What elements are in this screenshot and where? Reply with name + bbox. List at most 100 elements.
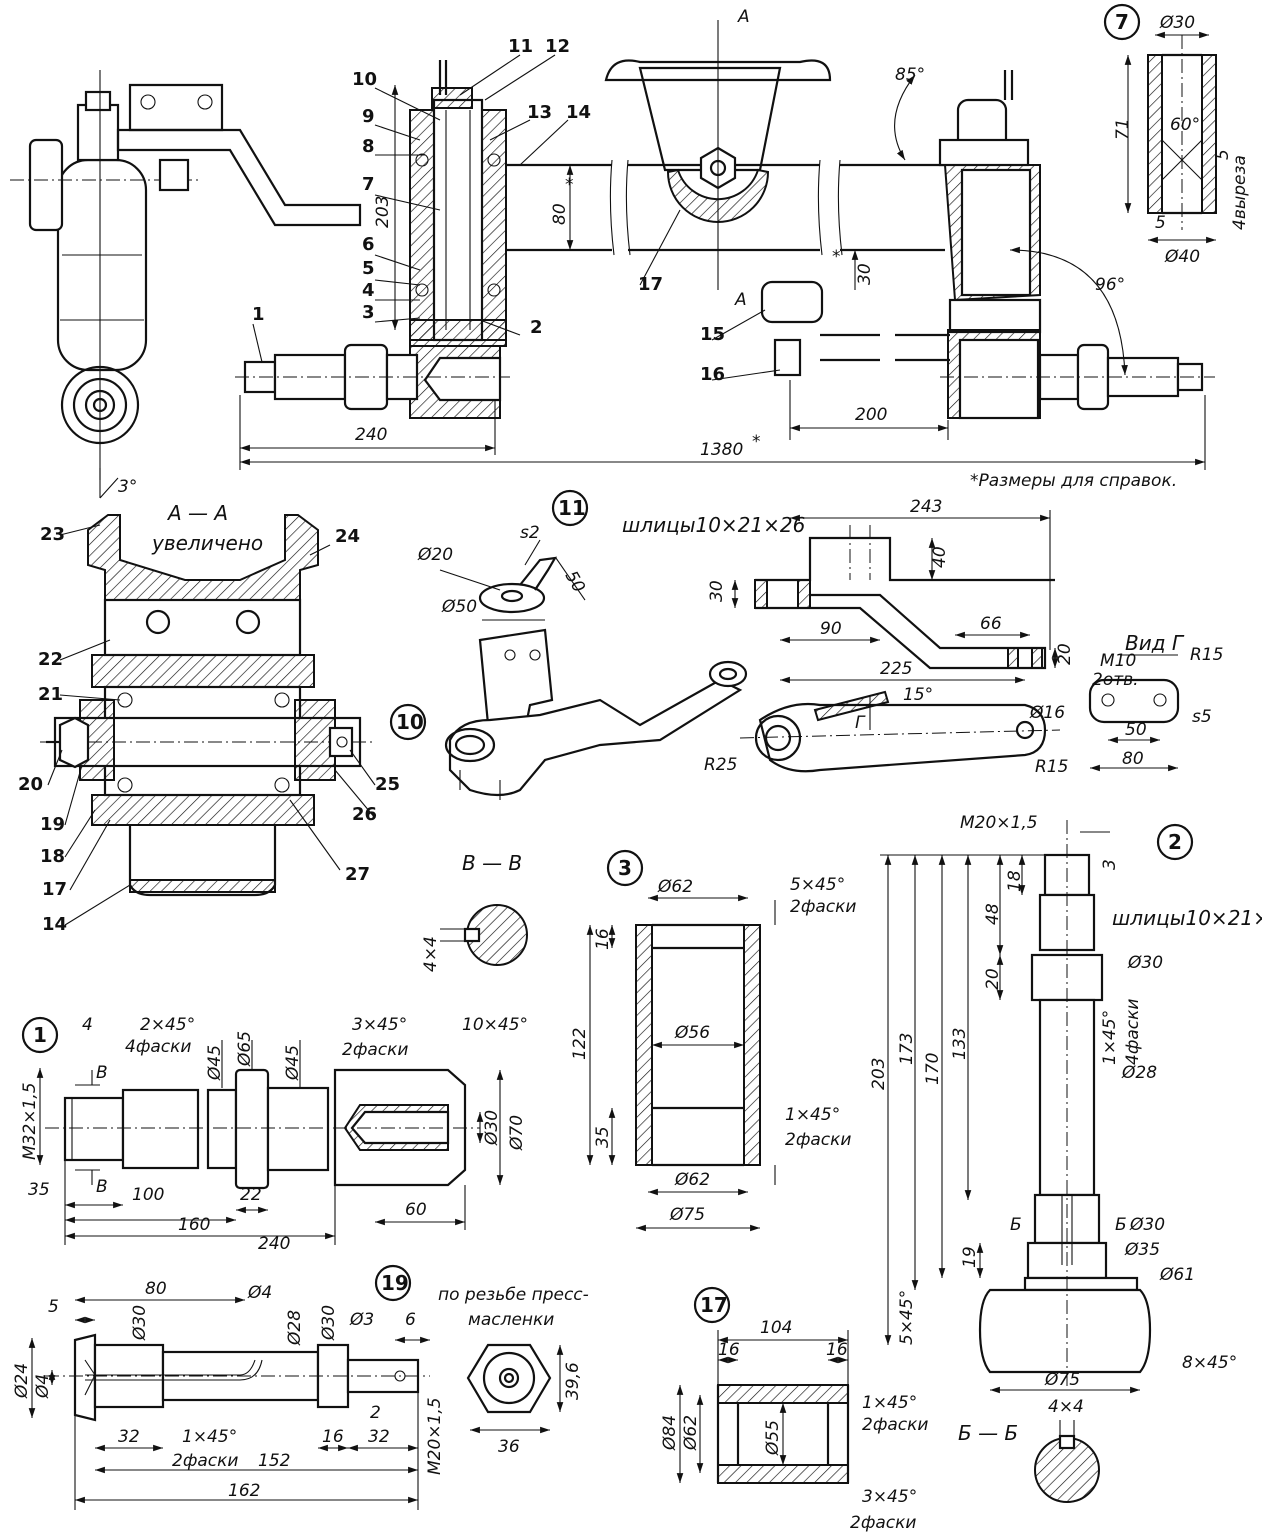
arm-mark-g: Г bbox=[855, 713, 866, 733]
p3-d56: Ø56 bbox=[674, 1023, 710, 1043]
arm-20: 20 bbox=[1055, 643, 1075, 665]
p2-48: 48 bbox=[983, 903, 1003, 925]
p2-m20: M20×1,5 bbox=[960, 813, 1038, 833]
p1-mark-b2: В bbox=[96, 1177, 108, 1197]
p19-d24: Ø24 bbox=[12, 1363, 32, 1399]
callout-10: 10 bbox=[352, 69, 377, 90]
dim-203: 203 bbox=[373, 196, 393, 228]
part-17: 17 104 16 16 Ø84 Ø62 Ø55 1×45° 2фаски 3×… bbox=[660, 1286, 928, 1533]
p1-2x45: 2×45° bbox=[140, 1015, 195, 1035]
p2-d28: Ø28 bbox=[1121, 1063, 1157, 1083]
p17-16b: 16 bbox=[826, 1340, 848, 1360]
p3-122: 122 bbox=[570, 1028, 590, 1060]
p2-203: 203 bbox=[869, 1058, 889, 1090]
p19-grease-2: масленки bbox=[468, 1310, 554, 1330]
callout-17: 17 bbox=[638, 274, 663, 295]
section-bb-title: Б — Б bbox=[958, 1421, 1018, 1445]
p3-2f: 2фаски bbox=[790, 897, 856, 917]
view-g: Вид Г M10 2отв. R15 s5 50 80 bbox=[1088, 631, 1223, 772]
arm-detail: шлицы10×21×26 243 40 30 90 66 20 225 15°… bbox=[622, 497, 1075, 777]
p2-8x45: 8×45° bbox=[1182, 1353, 1237, 1373]
p3-d62b: Ø62 bbox=[674, 1170, 710, 1190]
dim-200: 200 bbox=[855, 405, 887, 425]
p1-4f: 4фаски bbox=[125, 1037, 191, 1057]
dim-1380: 1380 bbox=[700, 440, 743, 460]
p19-39: 39,6 bbox=[563, 1362, 583, 1400]
part-3: 3 Ø62 5×45° 2фаски 16 122 Ø56 1×45° 2фас… bbox=[570, 849, 856, 1232]
washer-s2: s2 bbox=[520, 523, 540, 543]
p17-1x45: 1×45° bbox=[862, 1393, 917, 1413]
callout-leaders bbox=[252, 54, 781, 381]
p17-d55: Ø55 bbox=[763, 1420, 783, 1456]
p2-18: 18 bbox=[1005, 870, 1025, 892]
dim-star-2: * bbox=[565, 175, 574, 195]
p19-32b: 32 bbox=[368, 1427, 390, 1447]
left-stub-axle bbox=[235, 343, 510, 411]
p2-170: 170 bbox=[923, 1053, 943, 1085]
p7-d40: Ø40 bbox=[1164, 247, 1200, 267]
p2-133: 133 bbox=[950, 1028, 970, 1060]
section-mark-a-bottom: А bbox=[734, 290, 747, 310]
center-bracket bbox=[604, 20, 832, 290]
p19-m20: M20×1,5 bbox=[425, 1397, 445, 1475]
p19-2f: 2фаски bbox=[172, 1451, 238, 1471]
callout-27: 27 bbox=[345, 864, 370, 885]
p3-2f2: 2фаски bbox=[785, 1130, 851, 1150]
arm-66: 66 bbox=[980, 614, 1002, 634]
p17-2f: 2фаски bbox=[862, 1415, 928, 1435]
p17-3x45: 3×45° bbox=[862, 1487, 917, 1507]
dim-240: 240 bbox=[355, 425, 387, 445]
part-17-number: 17 bbox=[700, 1293, 728, 1317]
p7-5b: 5 bbox=[1155, 213, 1166, 233]
p1-60: 60 bbox=[405, 1200, 427, 1220]
p3-d75: Ø75 bbox=[669, 1205, 705, 1225]
p3-d62a: Ø62 bbox=[657, 877, 693, 897]
p17-16a: 16 bbox=[718, 1340, 740, 1360]
callout-14: 14 bbox=[566, 102, 591, 123]
p19-d30b: Ø30 bbox=[319, 1305, 339, 1341]
p19-grease-1: по резьбе пресс- bbox=[438, 1285, 589, 1305]
arm-splines: шлицы10×21×26 bbox=[622, 513, 805, 537]
section-vv-4x4: 4×4 bbox=[421, 936, 441, 972]
washer-d50: Ø50 bbox=[441, 597, 477, 617]
p1-d45b: Ø45 bbox=[283, 1045, 303, 1081]
part-2: 2 M20×1,5 18 3 48 20 шлицы10×21×26 Ø30 1… bbox=[869, 813, 1262, 1394]
angle-96: 96° bbox=[1095, 275, 1125, 295]
dim-star-3: * bbox=[832, 247, 841, 267]
p2-mark-b2: Б bbox=[1115, 1215, 1127, 1235]
part-19: 19 80 Ø4 5 Ø30 Ø28 Ø30 Ø3 6 Ø24 Ø4 32 bbox=[12, 1264, 589, 1510]
p19-6: 6 bbox=[405, 1310, 416, 1330]
callout-9: 9 bbox=[362, 106, 375, 127]
arm-r15: R15 bbox=[1035, 757, 1068, 777]
angle-85: 85° bbox=[895, 65, 925, 85]
p1-100: 100 bbox=[132, 1185, 164, 1205]
p19-16: 16 bbox=[322, 1427, 344, 1447]
p2-20: 20 bbox=[983, 968, 1003, 990]
p2-19: 19 bbox=[960, 1246, 980, 1268]
callout-21: 21 bbox=[38, 684, 63, 705]
callout-15: 15 bbox=[700, 324, 725, 345]
p19-d3: Ø3 bbox=[349, 1310, 374, 1330]
p1-240: 240 bbox=[258, 1234, 290, 1254]
callout-23: 23 bbox=[40, 524, 65, 545]
callout-14b: 14 bbox=[42, 914, 67, 935]
callout-4: 4 bbox=[362, 280, 375, 301]
p19-32a: 32 bbox=[118, 1427, 140, 1447]
arm-30: 30 bbox=[707, 580, 727, 602]
p2-3: 3 bbox=[1100, 859, 1120, 870]
callout-6: 6 bbox=[362, 234, 375, 255]
arm-r25: R25 bbox=[704, 755, 737, 775]
callout-12: 12 bbox=[545, 36, 570, 57]
section-vv: В — В 4×4 bbox=[421, 851, 528, 972]
p1-d30: Ø30 bbox=[482, 1110, 502, 1146]
callout-19: 19 bbox=[40, 814, 65, 835]
part-10-isometric bbox=[444, 628, 748, 800]
p19-d30a: Ø30 bbox=[130, 1305, 150, 1341]
dim-80: 80 bbox=[550, 203, 570, 225]
arm-15: 15° bbox=[903, 685, 933, 705]
view-g-80: 80 bbox=[1122, 749, 1144, 769]
note-reference: *Размеры для справок. bbox=[970, 471, 1177, 491]
part-10-number: 10 bbox=[396, 710, 424, 734]
p7-5a: 5 bbox=[1213, 149, 1233, 160]
part-7-number: 7 bbox=[1115, 10, 1129, 34]
